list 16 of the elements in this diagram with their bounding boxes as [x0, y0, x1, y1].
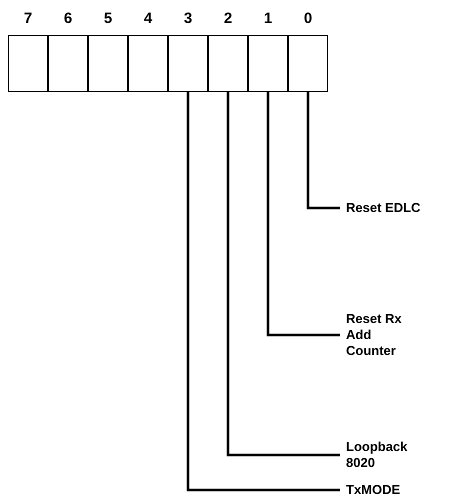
bit-number: 5 [102, 9, 114, 29]
bit-number: 6 [62, 9, 74, 29]
bit-description: Reset EDLC [346, 200, 422, 216]
connector-line [306, 92, 340, 210]
bit-number: 0 [302, 9, 314, 29]
connector-line [266, 92, 340, 336]
bit-number: 3 [182, 9, 194, 29]
bit-number: 7 [22, 9, 34, 29]
connector-line [226, 92, 340, 456]
bit-number: 1 [262, 9, 274, 29]
bit-description: Loopback 8020 [346, 439, 408, 471]
bit-number: 2 [222, 9, 234, 29]
connector-line [186, 92, 340, 492]
bit-description: TxMODE [346, 482, 402, 498]
bit-description: Reset Rx Add Counter [346, 311, 403, 359]
bit-number: 4 [142, 9, 154, 29]
